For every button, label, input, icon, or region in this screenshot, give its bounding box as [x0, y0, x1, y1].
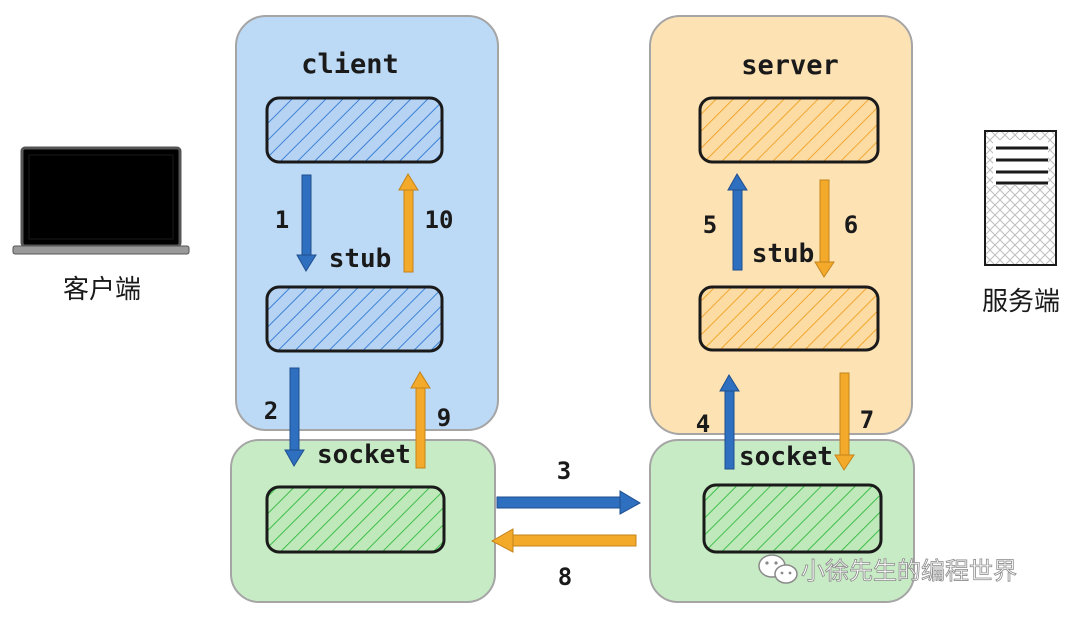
step-label-4: 4: [696, 410, 710, 438]
watermark-text: 小徐先生的编程世界: [801, 557, 1017, 585]
arrow-step-6: [814, 179, 835, 278]
step-label-2: 2: [264, 397, 278, 425]
wechat-icon: [758, 554, 798, 584]
arrow-step-10: [398, 173, 419, 273]
step-label-10: 10: [425, 206, 454, 234]
client-title: client: [301, 49, 399, 80]
server-stub-label: stub: [752, 239, 815, 269]
step-label-9: 9: [437, 404, 451, 432]
arrow-step-8: [490, 528, 637, 553]
arrow-step-3: [496, 490, 642, 515]
laptop-icon: [12, 146, 190, 255]
step-label-1: 1: [275, 206, 289, 234]
arrow-step-7: [834, 372, 855, 471]
client-device-label: 客户端: [63, 275, 141, 305]
server-socket-box: [702, 483, 883, 554]
client-socket-label: socket: [317, 440, 411, 470]
arrow-step-2: [284, 367, 305, 467]
server-title: server: [741, 50, 839, 81]
arrow-step-5: [727, 173, 748, 271]
step-label-8: 8: [558, 563, 572, 591]
server-stub-box: [698, 285, 880, 352]
server-app-box: [698, 96, 880, 164]
server-device-label: 服务端: [982, 287, 1060, 317]
step-label-6: 6: [844, 211, 858, 239]
arrow-step-9: [410, 371, 431, 469]
step-label-7: 7: [860, 406, 874, 434]
server-icon: [984, 130, 1057, 266]
client-app-box: [265, 96, 444, 164]
server-socket-label: socket: [739, 442, 833, 472]
step-label-5: 5: [703, 211, 717, 239]
client-stub-box: [265, 285, 444, 353]
arrow-step-1: [296, 174, 317, 272]
step-label-3: 3: [557, 457, 571, 485]
client-socket-box: [265, 485, 446, 554]
arrow-step-4: [719, 374, 740, 470]
client-stub-label: stub: [329, 244, 392, 274]
